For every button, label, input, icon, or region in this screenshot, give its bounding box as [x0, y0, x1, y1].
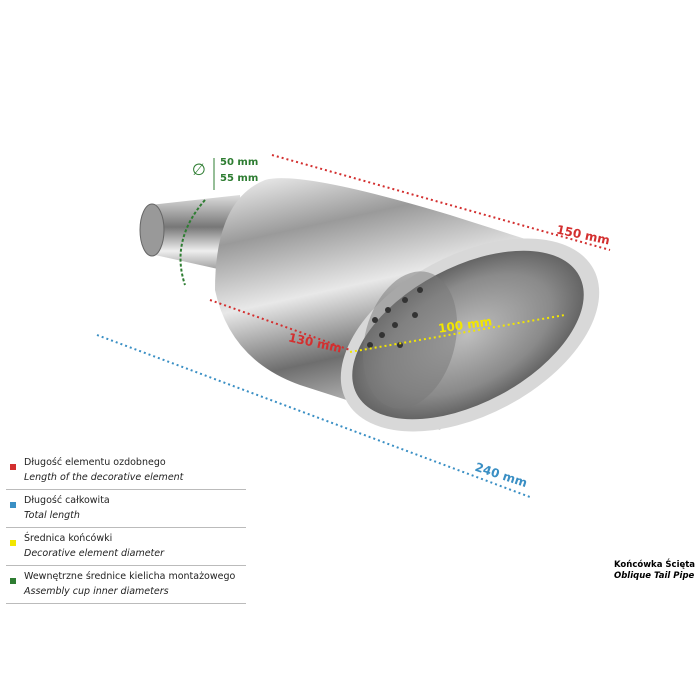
legend-item: Średnica końcówki Decorative element dia…	[6, 528, 246, 566]
legend-pl: Długość całkowita	[24, 495, 110, 506]
perforations	[367, 287, 423, 348]
legend-en: Total length	[24, 510, 80, 521]
product-name-en: Oblique Tail Pipe	[614, 571, 695, 581]
green-swatch	[10, 578, 16, 584]
total-length-line	[96, 334, 531, 498]
legend: Długość elementu ozdobnego Length of the…	[6, 452, 246, 604]
diameter-line	[349, 314, 566, 353]
legend-en: Length of the decorative element	[24, 472, 184, 483]
red-swatch	[10, 464, 16, 470]
blue-swatch	[10, 502, 16, 508]
legend-item: Długość elementu ozdobnego Length of the…	[6, 452, 246, 490]
product-title: Końcówka Ścięta Oblique Tail Pipe	[614, 560, 695, 582]
decorative-length-line	[271, 154, 611, 251]
legend-en: Decorative element diameter	[24, 548, 165, 559]
legend-pl: Średnica końcówki	[24, 533, 113, 544]
legend-pl: Długość elementu ozdobnego	[24, 457, 166, 468]
legend-item: Wewnętrzne średnice kielicha montażowego…	[6, 566, 246, 604]
diameter-symbol: ∅	[192, 160, 206, 179]
cup-diameter-marker	[179, 199, 206, 286]
yellow-swatch	[10, 540, 16, 546]
product-name-pl: Końcówka Ścięta	[614, 560, 696, 570]
legend-pl: Wewnętrzne średnice kielicha montażowego	[24, 571, 236, 582]
cup-diameter-2: 55 mm	[220, 173, 259, 184]
cup-diameter-1: 50 mm	[220, 157, 259, 168]
legend-en: Assembly cup inner diameters	[24, 586, 169, 597]
legend-item: Długość całkowita Total length	[6, 490, 246, 528]
